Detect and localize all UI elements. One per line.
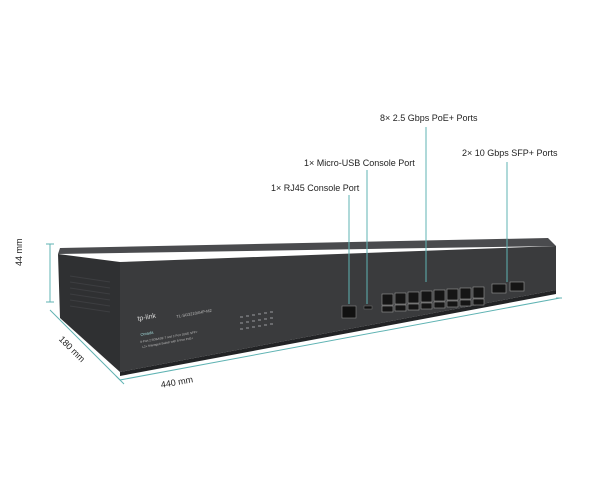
status-led-grid bbox=[240, 311, 273, 330]
rj45-console-port bbox=[341, 305, 357, 319]
poe-ports-label: 8× 2.5 Gbps PoE+ Ports bbox=[380, 113, 478, 123]
side-vents bbox=[69, 275, 111, 313]
chassis-left-side bbox=[58, 254, 120, 372]
chassis-top bbox=[58, 238, 556, 254]
height-dimension-label: 44 mm bbox=[14, 238, 24, 266]
rj45-console-label: 1× RJ45 Console Port bbox=[271, 183, 360, 193]
sfp-port-group bbox=[491, 281, 525, 294]
chassis-bottom-edge bbox=[120, 290, 556, 376]
micro-usb-console-port bbox=[363, 305, 373, 310]
usb-console-label: 1× Micro-USB Console Port bbox=[304, 158, 415, 168]
callout-lines bbox=[348, 127, 508, 304]
poe-port-group bbox=[381, 286, 485, 313]
sfp-ports-label: 2× 10 Gbps SFP+ Ports bbox=[462, 148, 558, 158]
dimension-lines bbox=[46, 243, 562, 385]
chassis-front-panel bbox=[120, 246, 556, 372]
